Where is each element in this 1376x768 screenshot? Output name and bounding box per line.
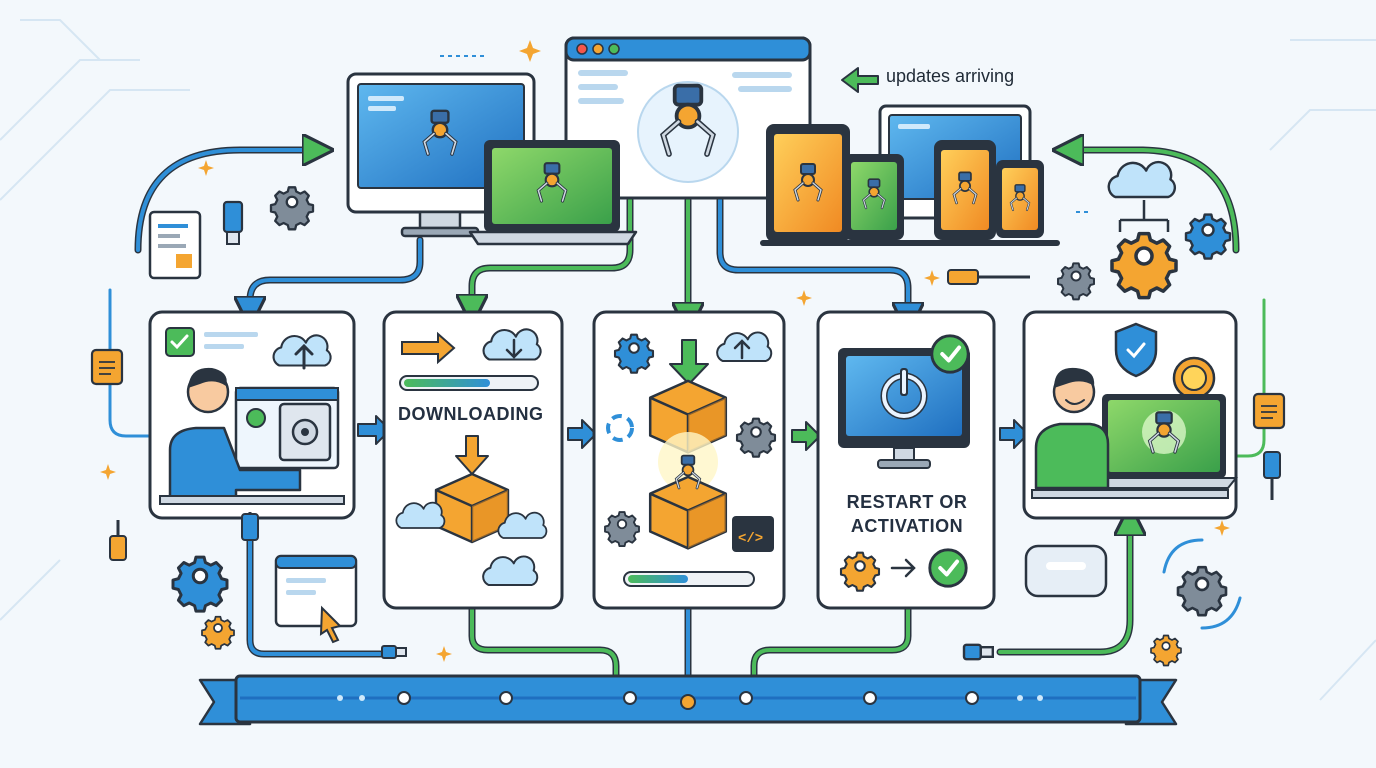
gear-icon	[1184, 213, 1232, 260]
device-group	[760, 104, 1060, 246]
stage-downloading-content	[395, 328, 548, 586]
browser-window-small	[274, 554, 358, 628]
browser-window	[564, 36, 812, 200]
box-icon	[434, 472, 510, 544]
flow-arrows	[357, 67, 1029, 451]
gear-icon	[201, 615, 235, 650]
gear-icon	[604, 511, 640, 548]
svg-text:</>: </>	[738, 531, 763, 547]
restart-label-line1: RESTART OR	[846, 492, 968, 512]
check-icon	[927, 547, 969, 589]
box-icon	[648, 475, 728, 550]
usb-plug-icon	[222, 200, 244, 245]
gear-icon	[1110, 231, 1178, 300]
laptop	[468, 140, 638, 246]
downloading-label: DOWNLOADING	[398, 404, 544, 424]
document-icon	[148, 210, 202, 280]
note-icon	[90, 348, 1286, 430]
shield-icon	[1114, 322, 1158, 378]
background-decoration	[0, 19, 1376, 701]
cloud-icon	[1107, 160, 1177, 199]
gear-icon	[613, 333, 655, 374]
gear-icon	[1057, 262, 1095, 301]
stage-install-content: </>	[604, 331, 777, 587]
restart-label-line2: ACTIVATION	[850, 516, 964, 536]
usb-cable-icon	[947, 269, 1281, 500]
gear-icon	[839, 551, 881, 592]
usb-plug-icon	[381, 645, 407, 659]
stage-request-content	[159, 327, 345, 505]
gear-icon	[735, 417, 777, 458]
usb-cable-icon	[109, 512, 259, 561]
restart-activation-label: RESTART OR ACTIVATION	[842, 490, 972, 538]
stage-complete-content	[1031, 322, 1239, 499]
check-icon	[929, 333, 971, 375]
cursor-icon	[319, 605, 342, 644]
connector-pipes	[108, 150, 1266, 688]
stage-restart-content	[838, 333, 971, 592]
cloud-icon	[1024, 544, 1108, 598]
gear-icon	[269, 186, 315, 231]
usb-plug-icon	[962, 643, 994, 661]
bottom-ribbon	[198, 674, 1178, 726]
gear-icon	[1176, 565, 1228, 617]
gear-icon	[1150, 634, 1182, 667]
updates-arriving-label: updates arriving	[886, 66, 1015, 86]
gear-icon	[171, 555, 229, 613]
